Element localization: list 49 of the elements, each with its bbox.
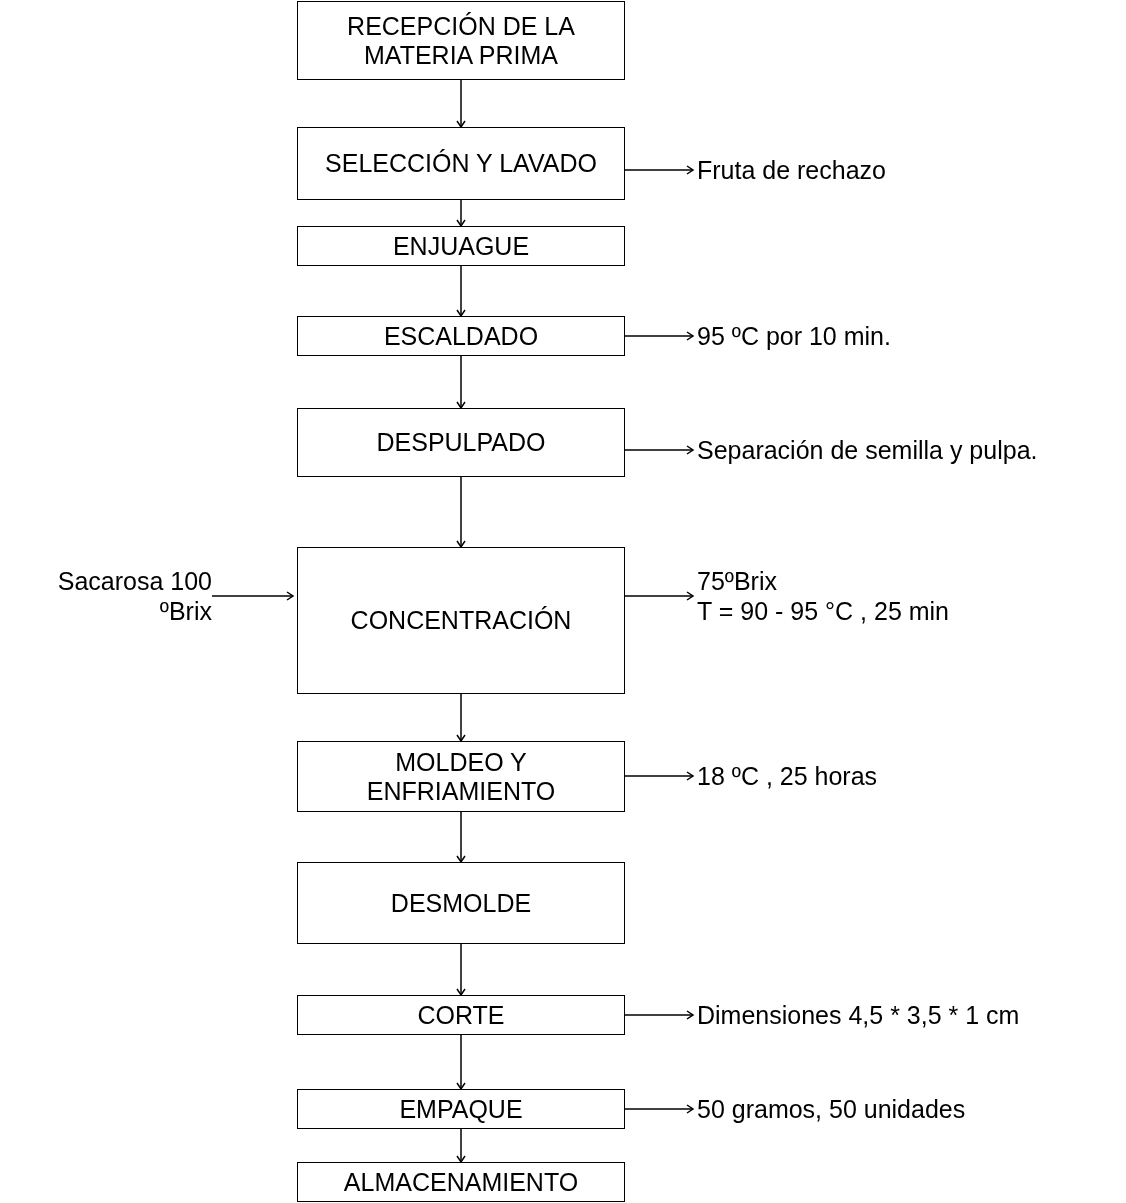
arrow [456,265,466,317]
annotation-text: Sacarosa 100 ºBrix [56,566,212,626]
annotation-text: Separación de semilla y pulpa. [697,435,1039,465]
annotation-text: 18 ºC , 25 horas [697,761,878,791]
annotation-text: T = 90 - 95 °C , 25 min [697,596,949,626]
step-label: ENJUAGUE [392,231,530,261]
step-label: ALMACENAMIENTO [343,1167,579,1197]
arrow [624,771,694,781]
annotation-text: 75ºBrix [697,566,777,596]
arrow [456,476,466,548]
process-box [297,408,625,477]
arrow [624,331,694,341]
process-box [297,316,625,356]
step-label: DESPULPADO [376,428,546,457]
arrow [456,1128,466,1163]
annotation-text: 50 gramos, 50 unidades [697,1094,966,1124]
arrow [456,1034,466,1090]
arrow [624,1104,694,1114]
annotation-text: Fruta de rechazo [697,155,886,185]
step-label: CORTE [417,1000,505,1030]
step-label: MOLDEO Y ENFRIAMIENTO [365,747,557,806]
process-box [297,547,625,694]
arrow [624,1010,694,1020]
arrow [624,591,694,601]
step-label: DESMOLDE [390,888,532,918]
arrow [211,591,294,601]
step-label: EMPAQUE [399,1094,523,1124]
arrow [456,355,466,409]
step-label: RECEPCIÓN DE LA MATERIA PRIMA [346,11,576,70]
arrow [624,445,694,455]
arrow [456,943,466,996]
arrow [456,693,466,742]
process-box [297,1,625,80]
process-box [297,862,625,944]
arrow [456,199,466,227]
process-box [297,1089,625,1129]
step-label: ESCALDADO [383,321,539,351]
step-label: SELECCIÓN Y LAVADO [325,149,597,178]
arrow [456,79,466,128]
process-box [297,741,625,812]
process-box [297,127,625,200]
process-box [297,995,625,1035]
process-box [297,226,625,266]
annotation-text: 95 ºC por 10 min. [697,321,891,351]
annotation-text: Dimensiones 4,5 * 3,5 * 1 cm [697,1000,1020,1030]
arrow [624,165,694,175]
step-label: CONCENTRACIÓN [350,606,572,635]
process-box [297,1162,625,1202]
arrow [456,811,466,863]
